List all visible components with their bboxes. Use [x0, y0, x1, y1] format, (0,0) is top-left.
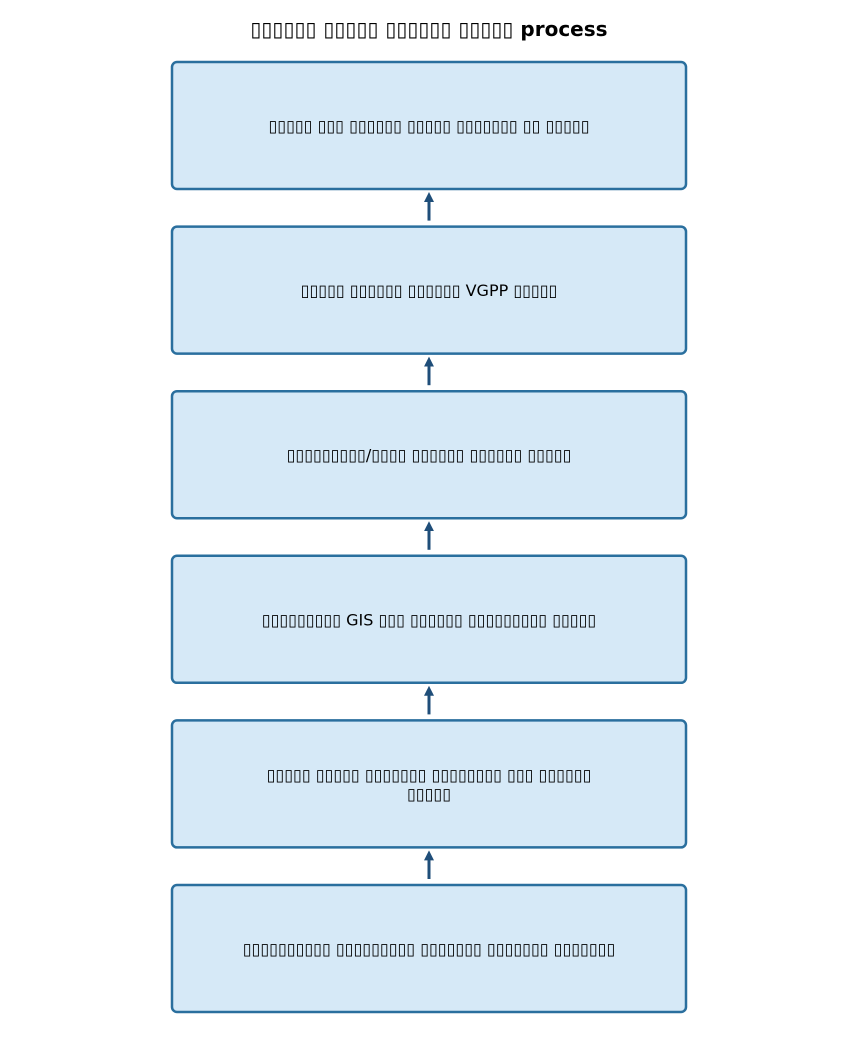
flow-step-1: ▯▯▯▯▯▯▯▯▯▯ ▯▯▯▯▯▯▯▯▯ ▯▯▯▯▯▯▯ ▯▯▯▯▯▯▯ ▯▯▯… — [170, 883, 688, 1014]
flow-step-label: ▯▯▯▯▯ ▯▯▯▯▯ ▯▯▯▯▯▯▯ ▯▯▯▯▯▯▯▯ ▯▯▯ ▯▯▯▯▯▯ — [267, 765, 592, 784]
flow-step-box — [170, 719, 688, 849]
flow-step-5: ▯▯▯▯▯ ▯▯▯▯▯▯ ▯▯▯▯▯▯ VGPP ▯▯▯▯▯ — [170, 225, 688, 355]
flow-step-6: ▯▯▯▯▯ ▯▯▯ ▯▯▯▯▯▯ ▯▯▯▯▯ ▯▯▯▯▯▯▯ ▯▯ ▯▯▯▯▯ — [170, 60, 688, 191]
flow-step-box — [170, 389, 688, 520]
flow-step-label: ▯▯▯▯▯ — [407, 784, 451, 803]
flow-step-label: ▯▯▯▯▯ ▯▯▯ ▯▯▯▯▯▯ ▯▯▯▯▯ ▯▯▯▯▯▯▯ ▯▯ ▯▯▯▯▯ — [268, 117, 589, 136]
flow-step-label: ▯▯▯▯▯▯▯▯▯ GIS ▯▯▯ ▯▯▯▯▯▯ ▯▯▯▯▯▯▯▯▯ ▯▯▯▯▯ — [262, 610, 596, 629]
flow-steps-group: ▯▯▯▯▯▯▯▯▯▯ ▯▯▯▯▯▯▯▯▯ ▯▯▯▯▯▯▯ ▯▯▯▯▯▯▯ ▯▯▯… — [170, 60, 688, 1014]
flow-step-box — [170, 60, 688, 191]
flow-step-box — [170, 554, 688, 685]
flow-step-4: ▯▯▯▯▯▯▯▯▯/▯▯▯▯ ▯▯▯▯▯▯ ▯▯▯▯▯▯ ▯▯▯▯▯ — [170, 389, 688, 520]
flow-step-2: ▯▯▯▯▯ ▯▯▯▯▯ ▯▯▯▯▯▯▯ ▯▯▯▯▯▯▯▯ ▯▯▯ ▯▯▯▯▯▯▯… — [170, 719, 688, 849]
flow-step-label: ▯▯▯▯▯▯▯▯▯▯ ▯▯▯▯▯▯▯▯▯ ▯▯▯▯▯▯▯ ▯▯▯▯▯▯▯ ▯▯▯… — [243, 940, 616, 959]
diagram-title: ▯▯▯▯▯▯ ▯▯▯▯▯ ▯▯▯▯▯▯ ▯▯▯▯▯ process — [250, 17, 607, 41]
flow-step-label: ▯▯▯▯▯ ▯▯▯▯▯▯ ▯▯▯▯▯▯ VGPP ▯▯▯▯▯ — [301, 281, 558, 300]
flow-step-box — [170, 225, 688, 355]
flow-step-box — [170, 883, 688, 1014]
flow-step-label: ▯▯▯▯▯▯▯▯▯/▯▯▯▯ ▯▯▯▯▯▯ ▯▯▯▯▯▯ ▯▯▯▯▯ — [287, 446, 572, 465]
flow-step-3: ▯▯▯▯▯▯▯▯▯ GIS ▯▯▯ ▯▯▯▯▯▯ ▯▯▯▯▯▯▯▯▯ ▯▯▯▯▯ — [170, 554, 688, 685]
